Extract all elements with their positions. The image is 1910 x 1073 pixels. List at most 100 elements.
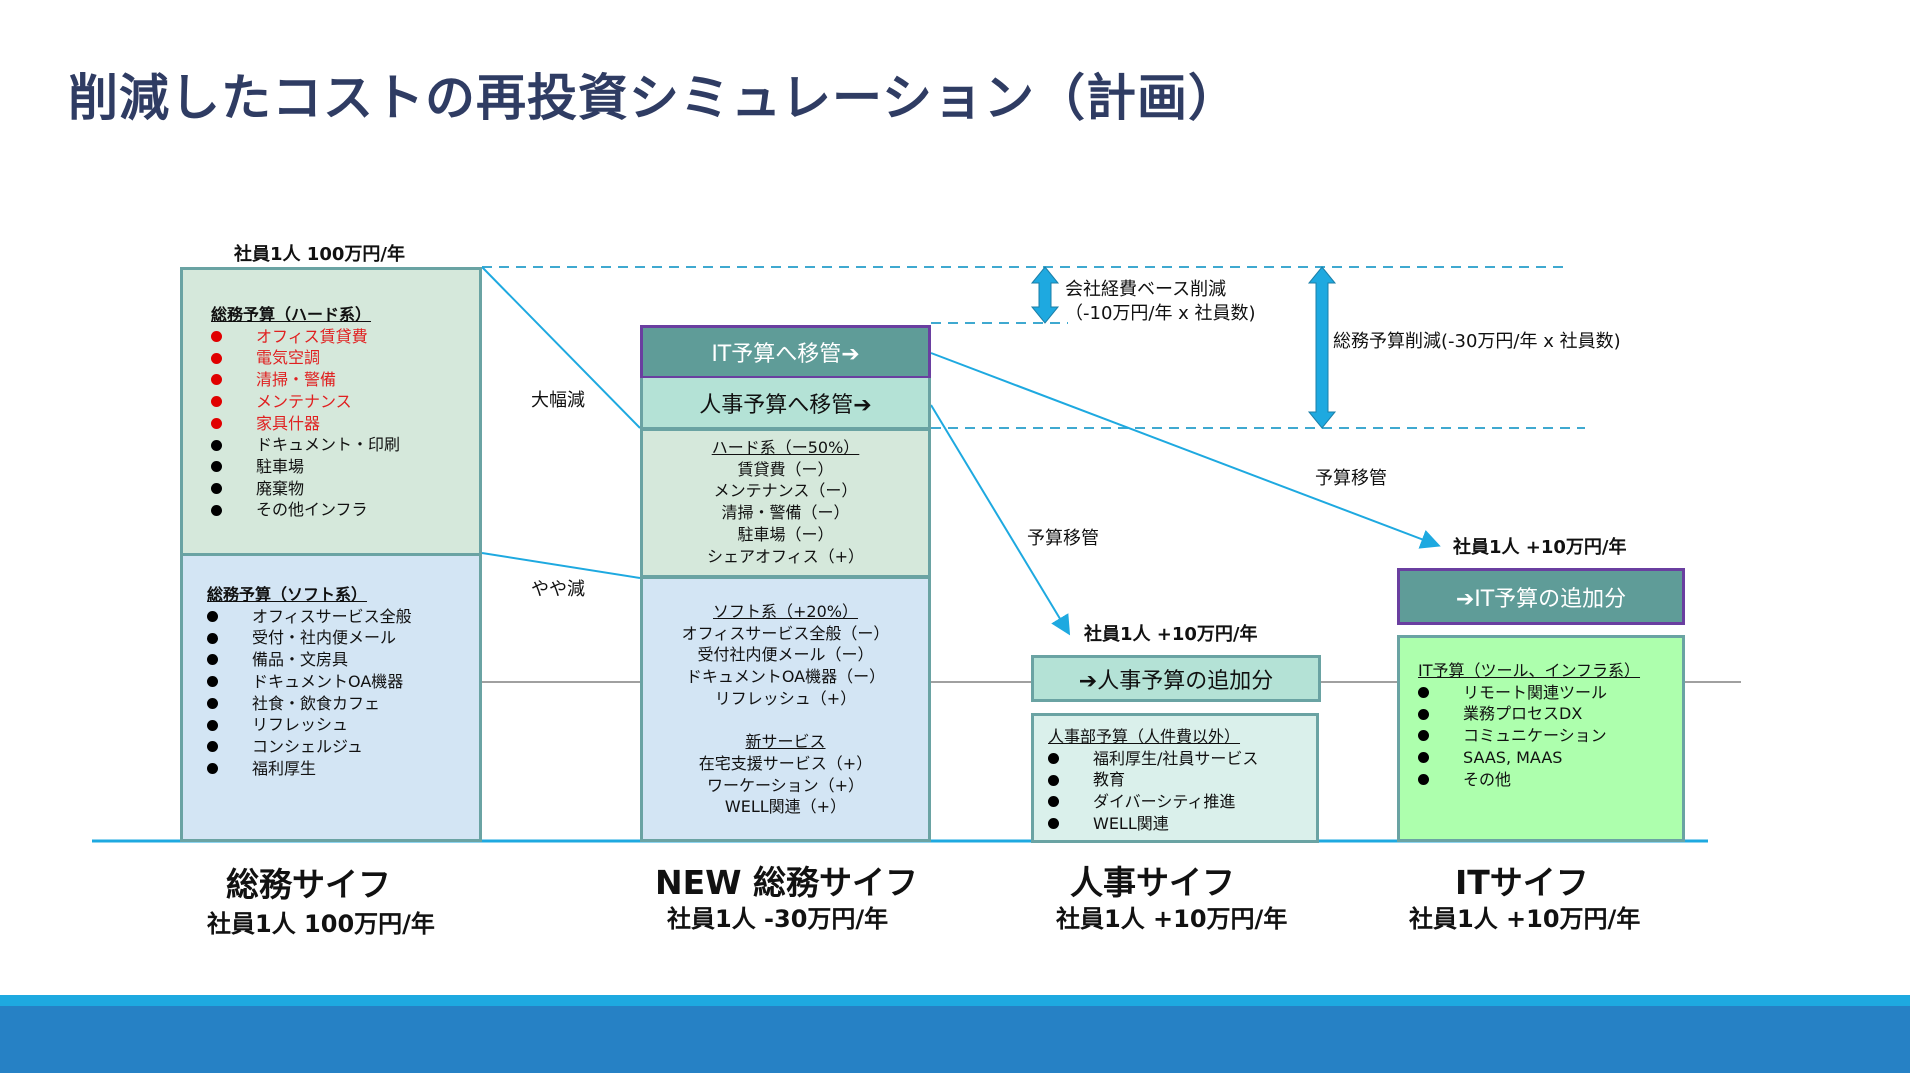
list-item-label: オフィスサービス全般 — [252, 606, 412, 626]
list-item-label: その他インフラ — [256, 500, 368, 520]
list-item-label: コミュニケーション — [1463, 726, 1607, 746]
list-item: 福利厚生/社員サービス — [1048, 748, 1258, 770]
list-item: シェアオフィス（+） — [706, 546, 865, 566]
new-soft-box: ソフト系（+20%） オフィスサービス全般（ー）受付社内便メール（ー）ドキュメン… — [640, 576, 931, 842]
list-item: メンテナンス — [211, 391, 400, 413]
list-item: その他インフラ — [211, 499, 400, 521]
list-item: 電気空調 — [211, 347, 400, 369]
footer-new-ga-safe-name: NEW 総務サイフ — [655, 863, 919, 902]
it-transfer-block: IT予算へ移管➔ — [640, 325, 931, 379]
bullet-icon — [1048, 818, 1059, 830]
list-item-label: リモート関連ツール — [1463, 682, 1608, 702]
list-item-label: その他 — [1463, 769, 1512, 789]
list-item-label: コンシェルジュ — [252, 736, 363, 756]
list-item: 福利厚生 — [207, 758, 412, 780]
bullet-icon — [1418, 730, 1429, 742]
old-safe-top-label: 社員1人 100万円/年 — [234, 244, 405, 265]
list-item: WELL関連 — [1048, 813, 1258, 835]
footer-new-ga-safe-sub: 社員1人 -30万円/年 — [667, 905, 889, 933]
bullet-icon — [1048, 753, 1059, 765]
old-hard-budget-box: 総務予算（ハード系） オフィス賃貸費電気空調清掃・警備メンテナンス家具什器ドキュ… — [180, 267, 482, 555]
bullet-icon — [211, 331, 222, 343]
transfer-hr-arrow — [930, 404, 1071, 636]
list-item: 在宅支援サービス（+） — [698, 753, 873, 773]
list-item-label: 駐車場 — [256, 456, 305, 476]
list-item-label: SAAS, MAAS — [1463, 747, 1563, 767]
big-cut-label: 大幅減 — [531, 390, 585, 411]
bullet-icon — [211, 396, 222, 408]
list-item: その他 — [1418, 769, 1640, 791]
big-cut-line — [481, 266, 641, 429]
ga-reduction-label: 総務予算削減(-30万円/年 x 社員数) — [1333, 331, 1621, 352]
footer-band-accent — [0, 995, 1910, 1007]
old-hard-heading: 総務予算（ハード系） — [211, 305, 372, 324]
list-item: 社食・飲食カフェ — [207, 693, 412, 715]
transfer-it-label: 予算移管 — [1315, 468, 1387, 489]
list-item: 受付・社内便メール — [207, 627, 412, 649]
new-hard-box: ハード系（ー50%） 賃貸費（ー）メンテナンス（ー）清掃・警備（ー）駐車場（ー）… — [640, 428, 931, 578]
list-item: オフィスサービス全般（ー） — [681, 623, 890, 643]
list-item: 駐車場（ー） — [737, 524, 834, 544]
list-item: 清掃・警備 — [211, 369, 400, 391]
list-item: コミュニケーション — [1418, 725, 1640, 747]
list-item-label: 備品・文房具 — [252, 650, 349, 670]
list-item-label: 清掃・警備 — [256, 370, 337, 390]
bullet-icon — [1418, 752, 1429, 764]
hr-heading: 人事部予算（人件費以外） — [1048, 727, 1241, 746]
list-item-label: 受付・社内便メール — [252, 628, 397, 648]
list-item: ドキュメント・印刷 — [211, 434, 400, 456]
bullet-icon — [1048, 774, 1059, 786]
list-item: 家具什器 — [211, 413, 400, 435]
list-item-label: 社食・飲食カフェ — [252, 693, 381, 713]
list-item: コンシェルジュ — [207, 736, 412, 758]
list-item-label: 電気空調 — [256, 348, 321, 368]
bullet-icon — [1418, 687, 1429, 699]
bullet-icon — [207, 611, 218, 623]
bullet-icon — [1418, 708, 1429, 720]
hr-top-label: 社員1人 +10万円/年 — [1084, 624, 1258, 645]
bullet-icon — [211, 461, 222, 473]
footer-ga-safe-sub: 社員1人 100万円/年 — [207, 910, 435, 938]
transfer-it-arrow — [930, 352, 1441, 549]
bullet-icon — [207, 654, 218, 666]
bullet-icon — [211, 374, 222, 386]
list-item-label: ダイバーシティ推進 — [1093, 792, 1236, 812]
list-item: オフィスサービス全般 — [207, 606, 412, 628]
footer-hr-safe-name: 人事サイフ — [1070, 863, 1235, 902]
list-item: WELL関連（+） — [724, 797, 847, 817]
footer-it-safe-sub: 社員1人 +10万円/年 — [1409, 905, 1641, 933]
bullet-icon — [207, 697, 218, 709]
bullet-icon — [207, 741, 218, 753]
bullet-icon — [207, 632, 218, 644]
list-item-label: メンテナンス — [256, 391, 352, 411]
new-hard-heading: ハード系（ー50%） — [711, 438, 860, 457]
list-item: 教育 — [1048, 769, 1258, 791]
small-cut-label: やや減 — [531, 579, 585, 600]
ga-reduction-arrow — [1307, 266, 1337, 429]
list-item: メンテナンス（ー） — [713, 481, 858, 501]
old-soft-budget-box: 総務予算（ソフト系） オフィスサービス全般受付・社内便メール備品・文房具ドキュメ… — [180, 553, 482, 842]
bullet-icon — [207, 676, 218, 688]
list-item: 受付社内便メール（ー） — [697, 645, 874, 665]
list-item: SAAS, MAAS — [1418, 747, 1640, 769]
list-item: ダイバーシティ推進 — [1048, 791, 1258, 813]
list-item-label: ドキュメントOA機器 — [252, 671, 404, 691]
list-item-label: ドキュメント・印刷 — [256, 435, 401, 455]
company-reduction-label: 会社経費ベース削減 （-10万円/年 x 社員数) — [1065, 279, 1256, 324]
list-item: リフレッシュ（+） — [714, 688, 857, 708]
list-item-label: リフレッシュ — [252, 715, 349, 735]
old-soft-heading: 総務予算（ソフト系） — [207, 585, 368, 604]
bullet-icon — [207, 762, 218, 774]
list-item: ドキュメントOA機器（ー） — [685, 667, 886, 687]
bullet-icon — [211, 417, 222, 429]
list-item-label: 業務プロセスDX — [1463, 704, 1583, 724]
list-item: 賃貸費（ー） — [737, 459, 834, 479]
footer-it-safe-name: ITサイフ — [1455, 863, 1589, 902]
hr-transfer-block: 人事予算へ移管➔ — [640, 378, 931, 430]
list-item: ドキュメントOA機器 — [207, 671, 412, 693]
list-item: リフレッシュ — [207, 714, 412, 736]
list-item: 清掃・警備（ー） — [721, 503, 850, 523]
list-item: 備品・文房具 — [207, 649, 412, 671]
list-item-label: 福利厚生/社員サービス — [1093, 748, 1259, 768]
